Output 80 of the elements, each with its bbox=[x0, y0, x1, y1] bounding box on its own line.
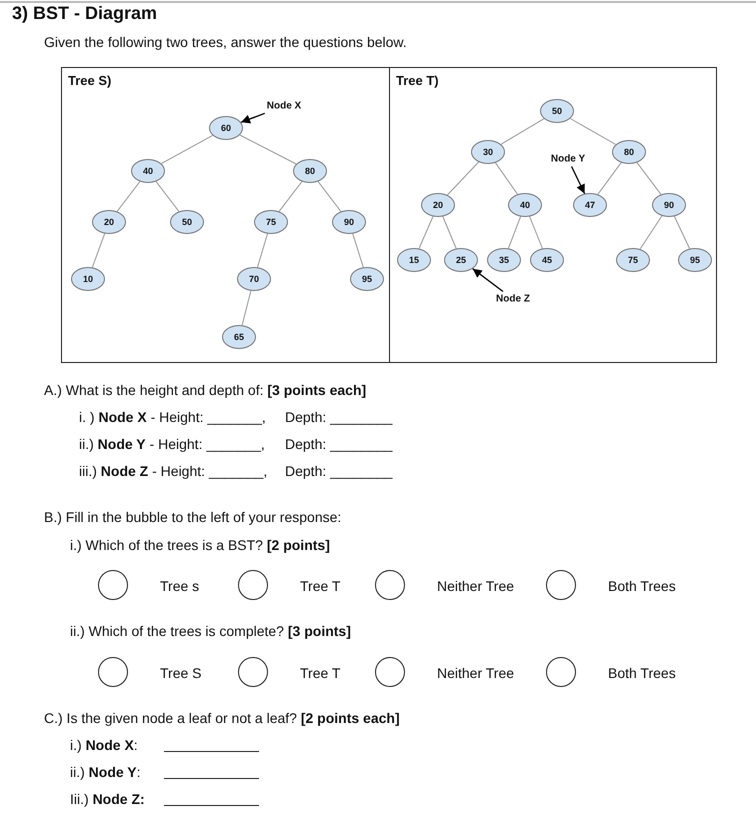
tree-node-circle: 15 bbox=[397, 248, 431, 272]
tree-edge bbox=[495, 162, 518, 195]
tree-node-circle: 20 bbox=[92, 210, 126, 234]
question-text: i.) Which of the trees is a BST? [2 points] bbox=[70, 536, 330, 554]
tree-edge bbox=[242, 290, 252, 326]
node-label: Node Z bbox=[496, 294, 530, 304]
question-text: i. ) Node X - Height: _______, bbox=[79, 408, 266, 426]
tree-node-circle: 20 bbox=[421, 193, 455, 217]
question-text: i.) Node X: bbox=[70, 736, 138, 754]
tree-edge bbox=[570, 118, 616, 145]
tree-node-circle: 80 bbox=[293, 159, 327, 183]
tree-node-circle: 25 bbox=[444, 248, 478, 272]
panel-title: Tree S) bbox=[68, 73, 112, 88]
tree-node-circle: 30 bbox=[471, 140, 505, 164]
tree-node-circle: 95 bbox=[678, 248, 712, 272]
tree-panel bbox=[389, 67, 717, 363]
tree-panel bbox=[61, 67, 390, 363]
tree-node-circle: 45 bbox=[530, 248, 564, 272]
tree-node-circle: 90 bbox=[652, 193, 686, 217]
question-text: B.) Fill in the bubble to the left of your response: bbox=[44, 508, 342, 526]
tree-edge bbox=[257, 233, 268, 268]
tree-edge bbox=[116, 181, 140, 212]
tree-edge bbox=[239, 134, 297, 164]
tree-edge bbox=[500, 118, 544, 145]
question-text: ii.) Which of the trees is complete? [3 points] bbox=[70, 622, 351, 640]
tree-node-circle: 65 bbox=[222, 325, 256, 349]
question-text: ii.) Node Y: bbox=[70, 763, 141, 781]
tree-edge bbox=[529, 216, 543, 249]
option-label: Tree T bbox=[300, 664, 340, 682]
option-label: Neither Tree bbox=[437, 577, 514, 595]
panel-title: Tree T) bbox=[396, 73, 439, 88]
question-text: Depth: ________ bbox=[285, 408, 392, 426]
tree-node-circle: 95 bbox=[350, 267, 384, 291]
tree-edge bbox=[640, 215, 662, 250]
question-text: A.) What is the height and depth of: [3 points each] bbox=[44, 381, 366, 399]
tree-edge bbox=[442, 216, 457, 249]
tree-edge bbox=[446, 162, 480, 196]
option-label: Neither Tree bbox=[437, 664, 514, 682]
tree-node-circle: 75 bbox=[254, 210, 288, 234]
question-text: iii.) Node Z - Height: _______, bbox=[79, 462, 268, 480]
tree-node-circle: 80 bbox=[612, 140, 646, 164]
node-label: Node X bbox=[266, 100, 302, 112]
instruction-text: Given the following two trees, answer the questions below. bbox=[44, 33, 407, 51]
question-text: Depth: ________ bbox=[285, 462, 392, 480]
tree-node-circle: 75 bbox=[616, 248, 650, 272]
question-text: Iii.) Node Z: bbox=[70, 790, 145, 808]
tree-edge bbox=[156, 181, 180, 212]
tree-node-circle: 70 bbox=[237, 267, 271, 291]
tree-edge bbox=[508, 216, 522, 249]
option-label: Both Trees bbox=[608, 577, 676, 595]
question-text: Depth: ________ bbox=[285, 435, 392, 453]
tree-node-circle: 10 bbox=[71, 267, 105, 291]
option-label: Tree s bbox=[160, 577, 200, 595]
leader-arrow bbox=[472, 268, 504, 292]
tree-node-circle: 40 bbox=[131, 159, 165, 183]
tree-edge bbox=[597, 162, 622, 195]
tree-edge bbox=[674, 216, 690, 250]
leader-arrow bbox=[571, 166, 586, 194]
tree-edge bbox=[278, 181, 302, 212]
option-label: Tree S bbox=[160, 664, 202, 682]
tree-edge bbox=[418, 216, 434, 249]
tree-edge bbox=[318, 181, 342, 212]
tree-edge bbox=[636, 162, 662, 195]
leader-arrow bbox=[240, 112, 266, 124]
tree-edge bbox=[352, 233, 364, 268]
tree-node-circle: 90 bbox=[332, 210, 366, 234]
question-text: C.) Is the given node a leaf or not a leaf? [2 points each] bbox=[44, 709, 400, 727]
tree-node-circle: 40 bbox=[508, 193, 542, 217]
question-text: ii.) Node Y - Height: _______, bbox=[79, 435, 265, 453]
tree-node-circle: 60 bbox=[209, 116, 243, 140]
tree-edge bbox=[92, 233, 106, 268]
tree-node-circle: 35 bbox=[487, 248, 521, 272]
tree-node-circle: 47 bbox=[573, 193, 607, 217]
option-label: Tree T bbox=[300, 577, 340, 595]
option-label: Both Trees bbox=[608, 664, 676, 682]
tree-node-circle: 50 bbox=[170, 210, 204, 234]
tree-edge bbox=[160, 134, 214, 164]
page-title: 3) BST - Diagram bbox=[12, 2, 158, 24]
node-label: Node Y bbox=[550, 154, 586, 164]
tree-node-circle: 50 bbox=[540, 99, 574, 123]
